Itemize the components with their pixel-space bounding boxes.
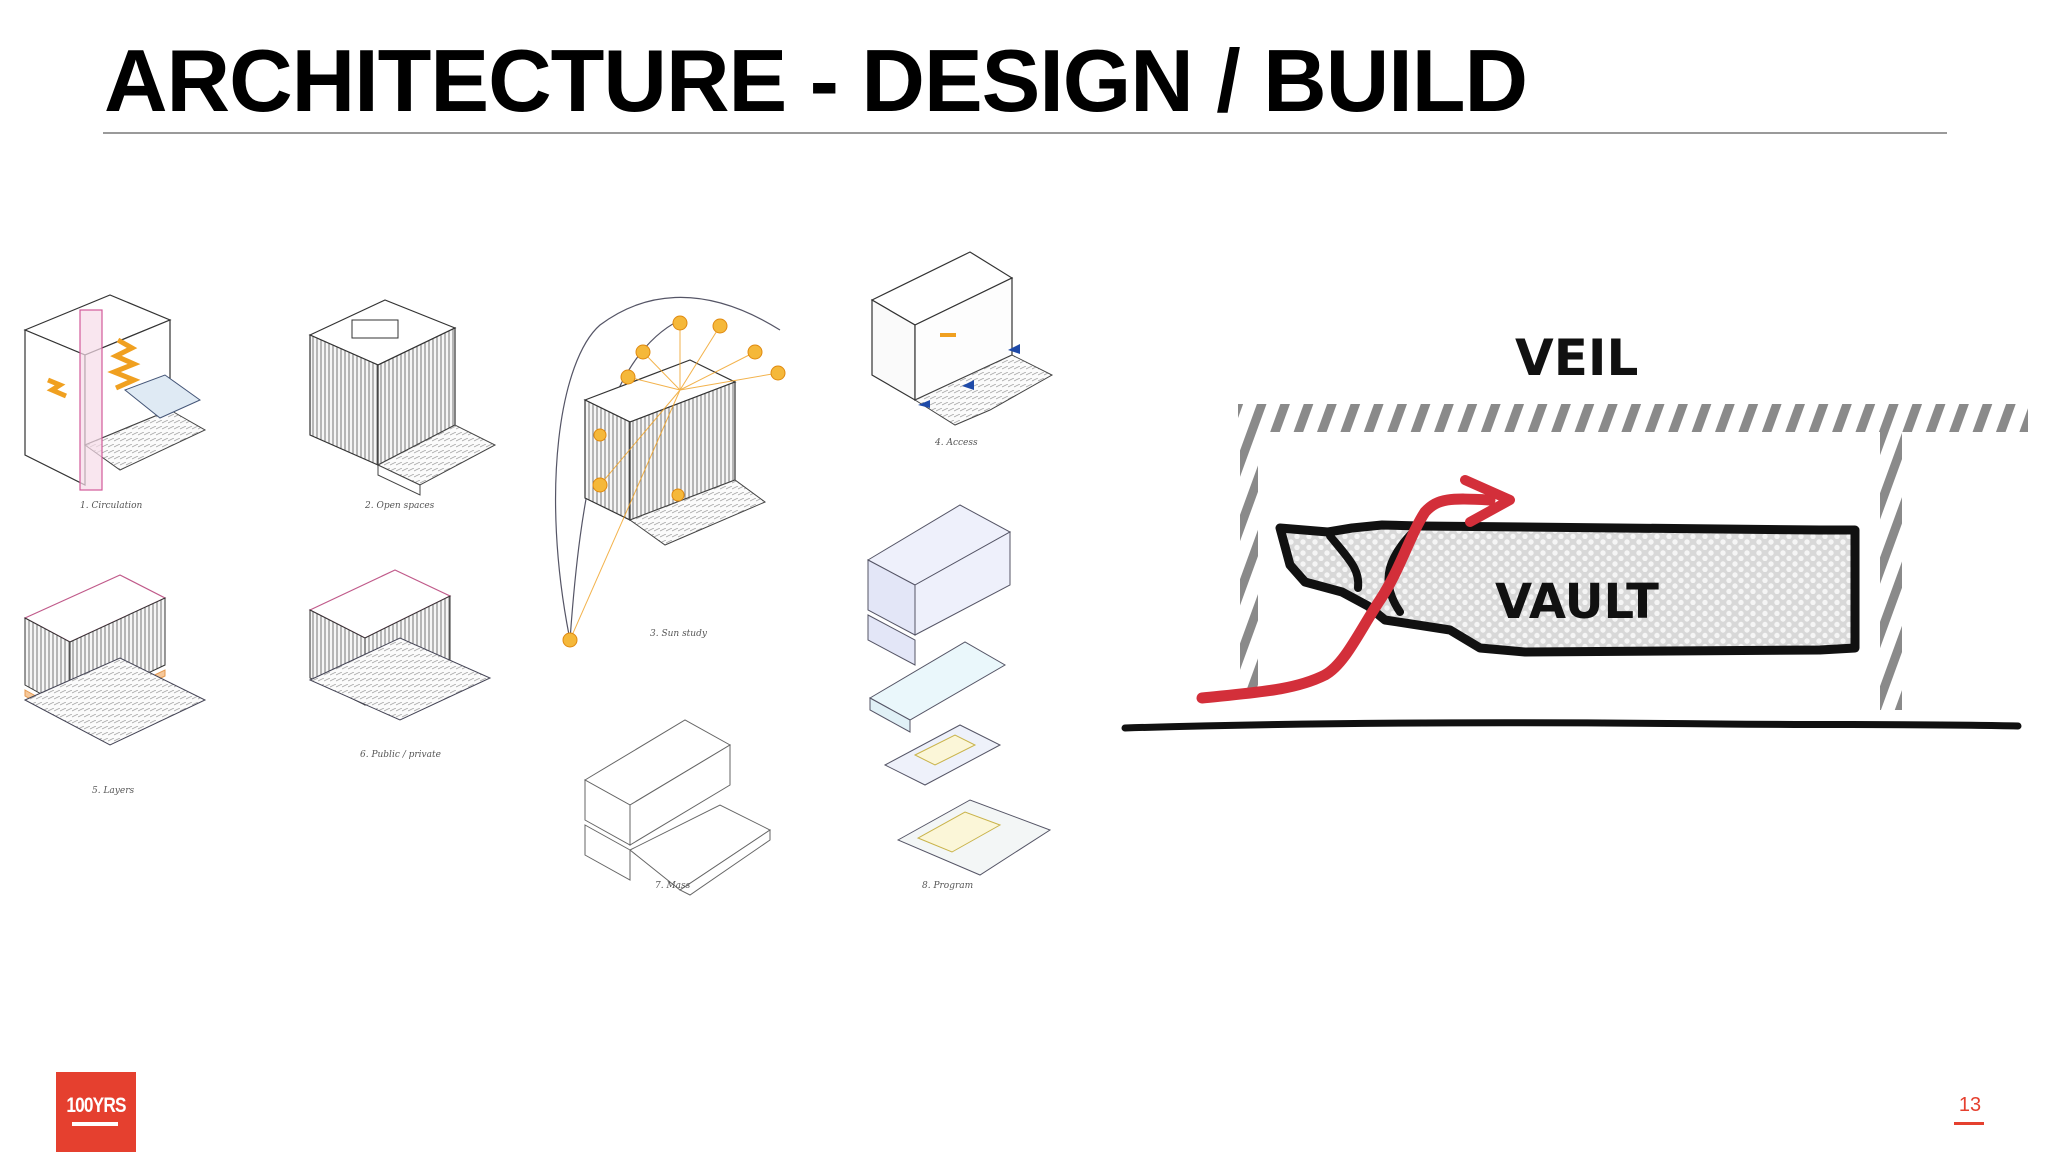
architecture-diagrams: 1. Circulation 2. Open spaces 3. Sun stu… xyxy=(23,251,1054,896)
diagram-caption: 2. Open spaces xyxy=(364,501,435,511)
vault-label: VAULT xyxy=(1495,574,1659,630)
diagram-circulation xyxy=(23,294,207,491)
diagram-open-spaces xyxy=(308,299,497,496)
circulation-path xyxy=(1196,493,1496,704)
vault-shape xyxy=(1275,520,1860,657)
title-divider xyxy=(103,132,1947,134)
diagram-caption: 3. Sun study xyxy=(650,629,708,639)
diagram-layers xyxy=(23,574,207,746)
page-number: 13 xyxy=(1958,1094,1982,1116)
veil-top-band xyxy=(1238,404,2028,432)
veil-vault-sketch: VEIL VAULT xyxy=(1121,330,2028,732)
diagram-caption: 7. Mass xyxy=(655,881,691,891)
circulation-arrowhead xyxy=(1460,475,1515,527)
logo-text: 100YRS xyxy=(66,1094,126,1117)
diagram-caption: 6. Public / private xyxy=(360,750,441,760)
veil-left-band xyxy=(1240,430,1258,698)
brand-logo: 100YRS xyxy=(56,1072,136,1152)
diagram-caption: 8. Program xyxy=(922,881,973,891)
veil-label: VEIL xyxy=(1515,330,1638,387)
diagram-caption: 4. Access xyxy=(934,438,978,448)
slide-title: ARCHITECTURE - DESIGN / BUILD xyxy=(104,31,1528,130)
veil-right-band xyxy=(1880,430,1902,710)
diagram-mass xyxy=(584,719,771,896)
diagram-caption: 5. Layers xyxy=(92,786,135,796)
diagram-sun-study xyxy=(554,296,786,648)
ground-line xyxy=(1121,719,2022,732)
diagram-public-private xyxy=(308,569,492,721)
page-number-underline xyxy=(1954,1122,1984,1125)
logo-underline xyxy=(72,1122,118,1126)
diagram-caption: 1. Circulation xyxy=(80,501,143,511)
diagram-program xyxy=(866,504,1052,876)
diagram-access xyxy=(870,251,1054,426)
